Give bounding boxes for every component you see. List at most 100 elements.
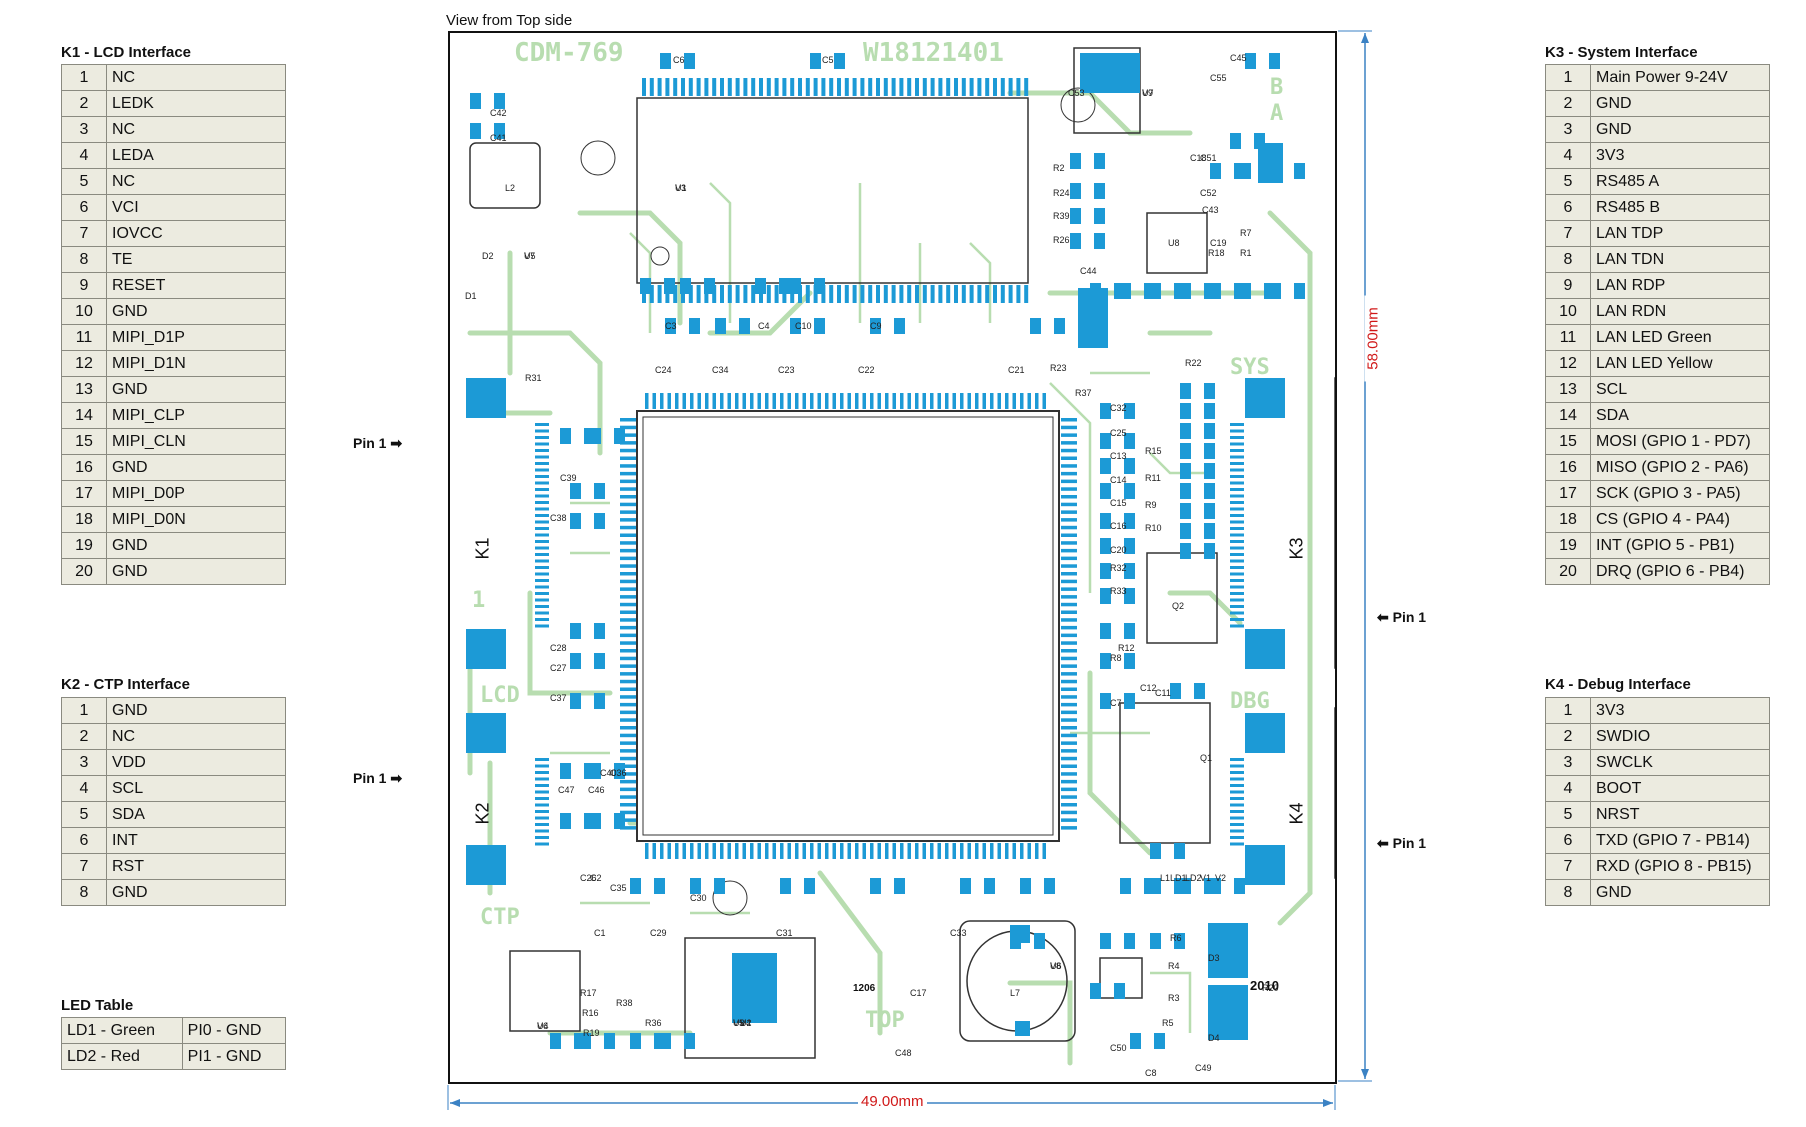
component-ref-v6: V6 <box>537 1021 549 1031</box>
pin-signal: LAN TDP <box>1590 220 1770 247</box>
pin-signal: IOVCC <box>106 220 286 247</box>
component-ref-r23: R23 <box>1050 363 1067 373</box>
component-ref-u1: U1 <box>675 183 687 193</box>
silk-ctp: CTP <box>480 905 520 930</box>
pin-signal: SWCLK <box>1590 749 1770 776</box>
component-ref-ld1: LD1 <box>1170 873 1187 883</box>
component-ref-l2: L2 <box>505 183 516 193</box>
pin-signal: SCK (GPIO 3 - PA5) <box>1590 480 1770 507</box>
pin-signal: TE <box>106 246 286 273</box>
pin-signal: VDD <box>106 749 286 776</box>
pin-signal: GND <box>1590 879 1770 906</box>
pin-signal: SCL <box>106 775 286 802</box>
pin-signal: CS (GPIO 4 - PA4) <box>1590 506 1770 533</box>
component-ref-v1: V1 <box>1200 873 1212 883</box>
pin-number: 20 <box>1545 558 1591 585</box>
component-ref-d4: D4 <box>1208 1033 1220 1043</box>
pin-number: 8 <box>61 879 107 906</box>
led-table-title: LED Table <box>61 997 134 1014</box>
silk-a: A <box>1270 101 1284 126</box>
component-ref-r6: R6 <box>1170 933 1182 943</box>
led-name: LD2 - Red <box>61 1043 183 1070</box>
component-ref-c7: C7 <box>1110 698 1122 708</box>
pin-number: 1 <box>1545 64 1591 91</box>
component-ref-c48: C48 <box>895 1048 912 1058</box>
component-ref-c53: C53 <box>1068 88 1085 98</box>
silk-2010: 2010 <box>1250 978 1279 993</box>
pin-number: 3 <box>61 116 107 143</box>
pin-number: 3 <box>1545 749 1591 776</box>
height-dimension-label: 58.00mm <box>1364 295 1382 382</box>
pin-number: 15 <box>1545 428 1591 455</box>
pin-number: 12 <box>61 350 107 377</box>
component-ref-r3: R3 <box>1168 993 1180 1003</box>
pin-number: 5 <box>1545 801 1591 828</box>
component-ref-c36: C36 <box>610 768 627 778</box>
component-ref-c5: C5 <box>822 55 834 65</box>
pin-number: 6 <box>61 194 107 221</box>
component-ref-u4: U4 <box>537 1021 549 1031</box>
component-ref-r11: R11 <box>1145 473 1161 483</box>
pin-signal: SDA <box>106 801 286 828</box>
silk-b: B <box>1270 75 1284 100</box>
pin-signal: LEDA <box>106 142 286 169</box>
component-ref-r1: R1 <box>1240 248 1252 258</box>
component-ref-r5: R5 <box>1162 1018 1174 1028</box>
component-ref-c18: C18 <box>1190 153 1207 163</box>
silk-dbg: DBG <box>1230 689 1270 714</box>
k3-table-title: K3 - System Interface <box>1545 44 1698 61</box>
pin-signal: GND <box>1590 90 1770 117</box>
component-ref-c24: C24 <box>655 365 672 375</box>
component-ref-c9: C9 <box>870 321 882 331</box>
k1-table-title: K1 - LCD Interface <box>61 44 192 61</box>
pin-number: 4 <box>1545 142 1591 169</box>
silk-serial: W18121401 <box>863 38 1004 68</box>
component-ref-r10: R10 <box>1145 523 1162 533</box>
component-ref-c8: C8 <box>1145 1068 1157 1078</box>
component-ref-l1: L1 <box>1160 873 1171 883</box>
component-ref-r18: R18 <box>1208 248 1225 258</box>
component-ref-r37: R37 <box>1075 388 1092 398</box>
pin-signal: MIPI_D0N <box>106 506 286 533</box>
component-ref-c13: C13 <box>1110 451 1127 461</box>
pin-number: 10 <box>61 298 107 325</box>
pin-signal: GND <box>106 879 286 906</box>
component-ref-c41: C41 <box>490 133 507 143</box>
component-ref-c46: C46 <box>588 785 605 795</box>
pin-number: 20 <box>61 558 107 585</box>
component-ref-r7: R7 <box>1240 228 1252 238</box>
pin-signal: 3V3 <box>1590 142 1770 169</box>
component-ref-r12: R12 <box>1118 643 1135 653</box>
component-ref-c16: C16 <box>1110 521 1127 531</box>
pin-signal: MISO (GPIO 2 - PA6) <box>1590 454 1770 481</box>
k3-pin1-marker: ⬅ Pin 1 <box>1377 609 1427 625</box>
pcb-board: CDM-769 W18121401 B A SYS DBG LCD CTP TO… <box>448 31 1337 1084</box>
component-ref-v8: V8 <box>1050 961 1062 971</box>
component-ref-r26: R26 <box>1053 235 1070 245</box>
pin-signal: BOOT <box>1590 775 1770 802</box>
component-ref-u8: U8 <box>1168 238 1180 248</box>
component-ref-c10: C10 <box>795 321 812 331</box>
pcb-artwork <box>466 47 1335 1066</box>
